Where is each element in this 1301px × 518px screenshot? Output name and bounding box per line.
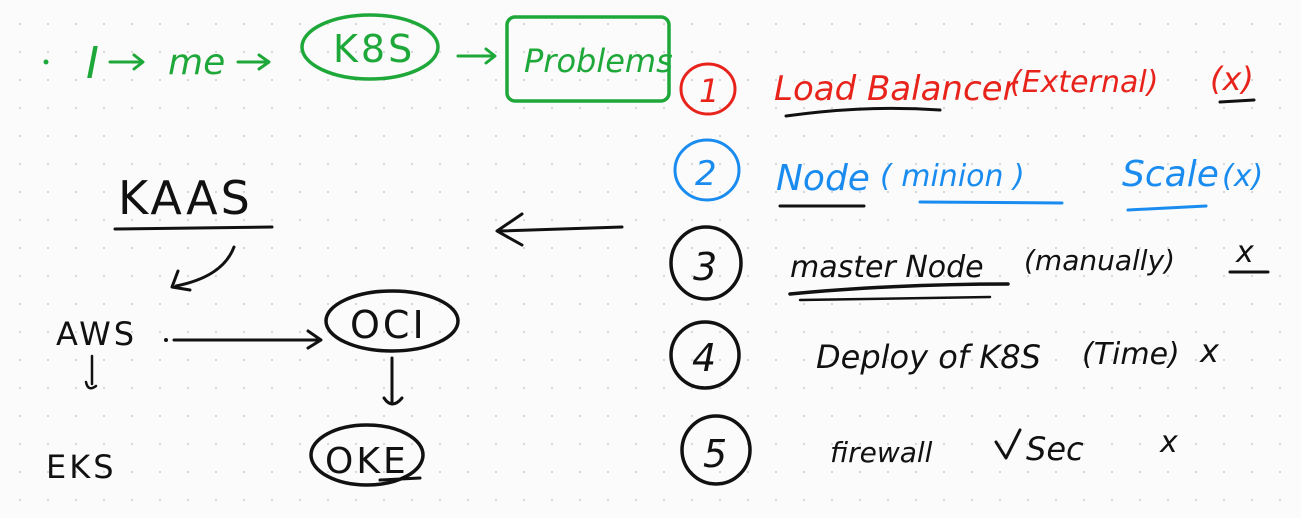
arrow-you-to-me [108,53,145,71]
oke-label: OKE [325,441,409,482]
number-circle-2 [673,138,741,202]
item-5-extra: Sec [1026,430,1084,468]
item-2-text: Node [776,158,870,199]
item-5-text: firewall [830,436,933,469]
item-1-text: Load Balancer [774,69,1019,109]
item-3-underline [788,282,1010,296]
flow-me: me [168,42,225,83]
item-2-extra-underline [1126,204,1208,212]
arrow-k8s-to-problems [456,47,497,65]
number-5: 5 [703,432,727,476]
item-1-paren: (External) [1010,65,1158,100]
bullet-dot [43,59,49,65]
problem-item-3: 3 master Node (manually) x [669,225,1270,302]
item-3-paren: (manually) [1024,244,1175,277]
item-1-mark: (x) [1210,60,1254,98]
item-1-mark-underline [1218,98,1256,104]
item-5-mark: x [1159,425,1178,460]
item-1-underline [784,106,942,118]
number-circle-4 [669,320,741,390]
problem-item-2: 2 Node ( minion ) Scale (x) [673,138,1263,212]
kaas-underline [113,225,274,231]
problem-item-1: 1 Load Balancer (External) (x) [679,60,1256,118]
number-4: 4 [692,336,716,380]
item-3-underline-2 [798,295,992,302]
flow-you: I [86,38,99,89]
item-2-mark: (x) [1222,159,1263,194]
arrow-list-to-kaas [495,212,624,247]
aws-label: AWS [56,315,137,353]
flow-k8s: K8S [333,27,415,71]
item-3-text: master Node [790,250,984,285]
oci-label: OCI [350,303,427,347]
problems-box [505,15,671,103]
oci-circle [324,289,460,353]
problem-item-4: 4 Deploy of K8S (Time) x [669,320,1220,390]
item-3-mark: x [1235,235,1254,270]
flow-row: I me K8S Problems [43,13,673,103]
number-3: 3 [693,245,717,289]
number-circle-5 [680,414,752,486]
item-4-text: Deploy of K8S [816,338,1041,376]
number-circle-3 [669,225,743,301]
kaas-diagram: KAAS AWS EKS OCI OKE [46,171,460,487]
arrow-aws-to-eks [84,354,98,390]
eks-label: EKS [46,448,117,486]
kaas-title: KAAS [118,171,253,225]
arrow-kaas-to-aws [170,245,236,292]
arrow-start-dot [164,338,168,342]
arrow-me-to-k8s [236,53,271,71]
oke-circle [309,423,425,487]
number-2: 2 [695,154,717,194]
number-1: 1 [699,72,719,110]
check-mark [994,428,1022,460]
k8s-circle [300,13,440,81]
number-circle-1 [679,62,737,116]
arrow-oci-to-oke [382,356,404,406]
flow-problems: Problems [524,42,673,80]
problem-item-5: 5 firewall Sec x [680,414,1178,486]
arrow-aws-to-oci [172,329,323,350]
item-2-paren-underline [918,200,1064,205]
item-2-paren: ( minion ) [880,159,1025,194]
item-4-mark: x [1199,332,1220,370]
oke-underline [378,476,422,482]
item-2-extra: Scale [1122,154,1219,195]
item-4-paren: (Time) [1082,337,1180,372]
